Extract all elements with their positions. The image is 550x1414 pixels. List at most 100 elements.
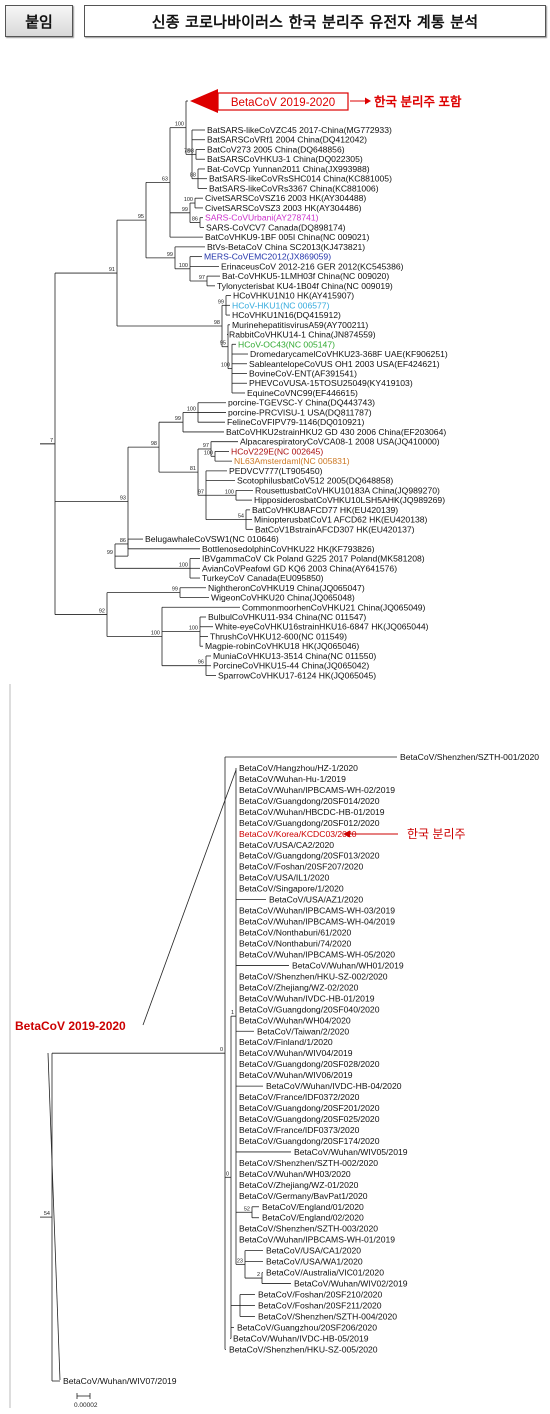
tree2-taxon-label: BetaCoV/Wuhan/IPBCAMS-WH-03/2019 [239,906,395,916]
tree1-taxon-label: ThrushCoVHKU12-600(NC 011549) [210,631,347,641]
tree1-taxon-label: Magpie-robinCoVHKU18 HK(JQ065046) [205,641,359,651]
callout-box-label: BetaCoV 2019-2020 [231,97,335,109]
tree1-taxon-label: porcine-TGEVSC-Y China(DQ443743) [228,398,375,408]
tree1-bootstrap-value: 100 [204,450,213,456]
tree1-bootstrap-value: 99 [167,252,173,258]
tree1-taxon-label: BulbulCoVHKU11-934 China(NC 011547) [208,612,366,622]
tree1-taxon-label: BottlenosedolphinCoVHKU22 HK(KF793826) [202,544,375,554]
tree1-taxon-label: HCoVHKU1N10 HK(AY415907) [233,291,354,301]
tree1-taxon-label: NightheronCoVHKU19 China(JQ065047) [208,583,365,593]
tree1-taxon-label: CivetSARSCoVSZ3 2003 HK(AY304486) [205,203,362,213]
tree1-bootstrap-value: 100 [187,406,196,412]
tree1-bootstrap-value: 86 [120,538,126,544]
tree1-bootstrap-value: 63 [162,176,168,182]
tree2-taxon-label: BetaCoV/Wuhan-Hu-1/2019 [239,774,346,784]
tree2-taxon-label: BetaCoV/Guangzhou/20SF206/2020 [237,1322,377,1332]
tree2-taxon-label: BetaCoV/USA/WA1/2020 [266,1257,363,1267]
attachment-tag: 붙임 [5,5,73,37]
tree1-bootstrap-value: 100 [221,363,230,369]
tree1-bootstrap-value: 100 [179,562,188,568]
tree1-taxon-label: PHEVCoVUSA-15TOSU25049(KY419103) [249,378,413,388]
tree1-taxon-label: HipposiderosbatCoVHKU10LSH5AHK(JQ989269) [254,495,445,505]
tree2-side-label: BetaCoV 2019-2020 [15,1019,126,1033]
tree1-bootstrap-value: 100 [184,197,193,203]
tree1-taxon-label: BtVs-BetaCoV China SC2013(KJ473821) [207,242,365,252]
tree1-taxon-label: RousettusbatCoVHKU10183A China(JQ989270) [255,485,440,495]
tree2-taxon-label: BetaCoV/Wuhan/WIV02/2019 [294,1279,408,1289]
tree2-taxon-label: BetaCoV/Wuhan/IPBCAMS-WH-05/2020 [239,949,395,959]
tree2-bootstrap-value: 0 [226,1171,229,1177]
tree2-taxon-label: BetaCoV/Wuhan/WH03/2020 [239,1169,351,1179]
tree2-taxon-label: BetaCoV/Guangdong/20SF174/2020 [239,1136,380,1146]
tree2-taxon-label: BetaCoV/Shenzhen/SZTH-004/2020 [258,1311,397,1321]
tree1-bootstrap-value: 95 [138,214,144,220]
page-title: 신종 코로나바이러스 한국 분리주 유전자 계통 분석 [84,5,546,37]
tree2-taxon-label: BetaCoV/Wuhan/WH04/2020 [239,1015,351,1025]
callout-betacov-2019-2020: BetaCoV 2019-2020 한국 분리주 포함 [190,89,462,113]
tree2-taxon-label: BetaCoV/England/02/2020 [262,1213,364,1223]
tree2-taxon-label: BetaCoV/USA/CA2/2020 [239,840,334,850]
tree2-taxon-label: BetaCoV/Taiwan/2/2020 [257,1026,349,1036]
tree2-taxon-label: BetaCoV/Wuhan/IPBCAMS-WH-01/2019 [239,1235,395,1245]
tree2-taxon-label: BetaCoV/England/01/2020 [262,1202,364,1212]
tree1-bootstrap-value: 98 [151,441,157,447]
tree1-taxon-label: AvianCoVPeafowl GD KQ6 2003 China(AY6415… [202,563,397,573]
tree1-taxon-label: PorcineCoVHKU15-44 China(JQ065042) [213,661,369,671]
tree2-taxon-label: BetaCoV/Nonthaburi/74/2020 [239,938,351,948]
scale-bar: 0.00002 [74,1393,98,1409]
tree1-taxon-label: CivetSARSCoVSZ16 2003 HK(AY304488) [205,193,366,203]
tree2-taxon-label: BetaCoV/Singapore/1/2020 [239,884,344,894]
tree1-taxon-label: BatSARS-likeCoVZC45 2017-China(MG772933) [207,125,392,135]
tree2-taxon-label: BetaCoV/Guangdong/20SF025/2020 [239,1114,380,1124]
tree2-bootstrap-value: 23 [237,1258,243,1264]
tree1-bootstrap-value: 91 [109,267,115,273]
tree1-taxon-label: HCoVHKU1N16(DQ415912) [232,310,341,320]
tree1-taxon-label: MERS-CoVEMC2012(JX869059) [204,252,331,262]
tree1-taxon-label: HCoV229E(NC 002645) [231,446,323,456]
tree2-taxon-label: BetaCoV/Wuhan/IVDC-HB-04/2020 [266,1081,402,1091]
tree1-taxon-label: White-eyeCoVHKU16strainHKU16-6847 HK(JQ0… [215,622,429,632]
tree1-bootstrap-value: 100 [225,489,234,495]
tree1-taxon-label: BovineCoV-ENT(AF391541) [249,369,357,379]
tree2-taxon-label: BetaCoV/Zhejiang/WZ-01/2020 [239,1180,359,1190]
tree2-taxon-label: BetaCoV/Wuhan/IVDC-HB-05/2019 [233,1333,369,1343]
tree1-taxon-label: SARS-CoVCV7 Canada(DQ898174) [206,222,346,232]
tree2-taxon-label: BetaCoV/Foshan/20SF207/2020 [239,862,363,872]
tree2-taxon-label: BetaCoV/Zhejiang/WZ-02/2020 [239,982,359,992]
tree2-taxon-label: BetaCoV/Wuhan/WH01/2019 [292,960,404,970]
tree1-taxon-label: ScotophilusbatCoV512 2005(DQ648858) [237,476,393,486]
tree2-taxon-label: BetaCoV/Germany/BavPat1/2020 [239,1191,368,1201]
tree1-bootstrap-value: 95 [220,341,226,347]
tree1-bootstrap-value: 99 [107,550,113,556]
zoom-line-bottom [47,1052,61,1381]
tree2-taxon-label: BetaCoV/Wuhan/IPBCAMS-WH-04/2019 [239,917,395,927]
tree1-bootstrap-value: 98 [188,148,194,154]
tree1-bootstrap-value: 93 [120,496,126,502]
tree1-taxon-label: CommonmoorhenCoVHKU21 China(JQ065049) [242,602,426,612]
tree1-taxon-label: BatCoVHKU2strainHKU2 GD 430 2006 China(E… [226,427,446,437]
tree2-taxon-label: BetaCoV/USA/CA1/2020 [266,1246,361,1256]
tree2-taxon-label: BetaCoV/Guangdong/20SF040/2020 [239,1004,380,1014]
tree1-taxon-label: porcine-PRCVISU-1 USA(DQ811787) [228,407,372,417]
tree1-bootstrap-value: 100 [151,630,160,636]
zoom-line-top [142,769,237,1026]
tree1-bootstrap-value: 86 [192,217,198,223]
tree2-bootstrap-value: 52 [244,1206,250,1212]
tree2-bootstrap-value: 2 [257,1272,260,1278]
korea-note-label: 한국 분리주 [407,827,466,841]
tree2-taxon-label: BetaCoV/Shenzhen/SZTH-003/2020 [239,1224,378,1234]
tree1-bootstrap-value: 92 [99,609,105,615]
tree1-taxon-label: SableantelopeCoVUS OH1 2003 USA(EF424621… [249,359,440,369]
tree1-taxon-label: ErinaceusCoV 2012-216 GER 2012(KC545386) [221,261,404,271]
korea-isolate-note: 한국 분리주 [343,827,466,841]
tree2-taxon-label: BetaCoV/Shenzhen/HKU-SZ-002/2020 [239,971,388,981]
tree1-taxon-label: Bat-CoVCp Yunnan2011 China(JX993988) [207,164,370,174]
tree1-bootstrap-value: 78 [184,148,190,154]
tree2-taxon-label: BetaCoV/Wuhan/IVDC-HB-01/2019 [239,993,375,1003]
tree2-taxon-label: BetaCoV/Korea/KCDC03/2020 [239,829,357,839]
tree2-taxon-label: BetaCoV/Australia/VIC01/2020 [266,1268,384,1278]
tree1-taxon-label: SARS-CoVUrbani(AY278741) [205,213,319,223]
tree1-bootstrap-value: 97 [199,275,205,281]
tree1-taxon-label: BatSARSCoVHKU3-1 China(DQ022305) [207,154,363,164]
